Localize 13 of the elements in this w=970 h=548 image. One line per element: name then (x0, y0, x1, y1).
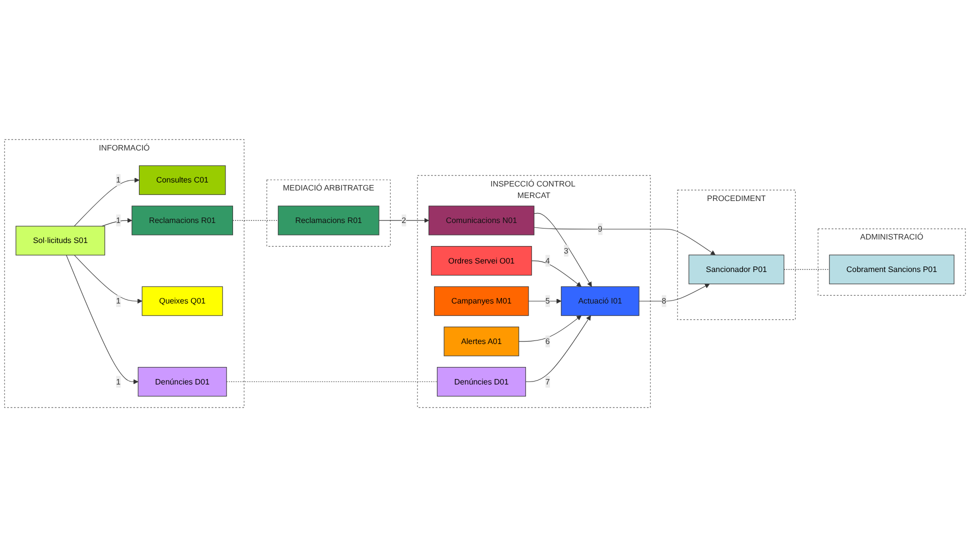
arrow (528, 299, 562, 304)
arrow (66, 255, 138, 385)
connector (232, 220, 278, 222)
arrow (534, 228, 716, 256)
arrow (531, 260, 582, 288)
arrow (74, 178, 140, 227)
arrow (534, 213, 592, 288)
arrow (378, 218, 430, 224)
arrow (638, 284, 710, 302)
arrow (518, 316, 582, 342)
arrow (525, 316, 591, 382)
arrow (102, 218, 132, 227)
arrow (74, 255, 142, 304)
